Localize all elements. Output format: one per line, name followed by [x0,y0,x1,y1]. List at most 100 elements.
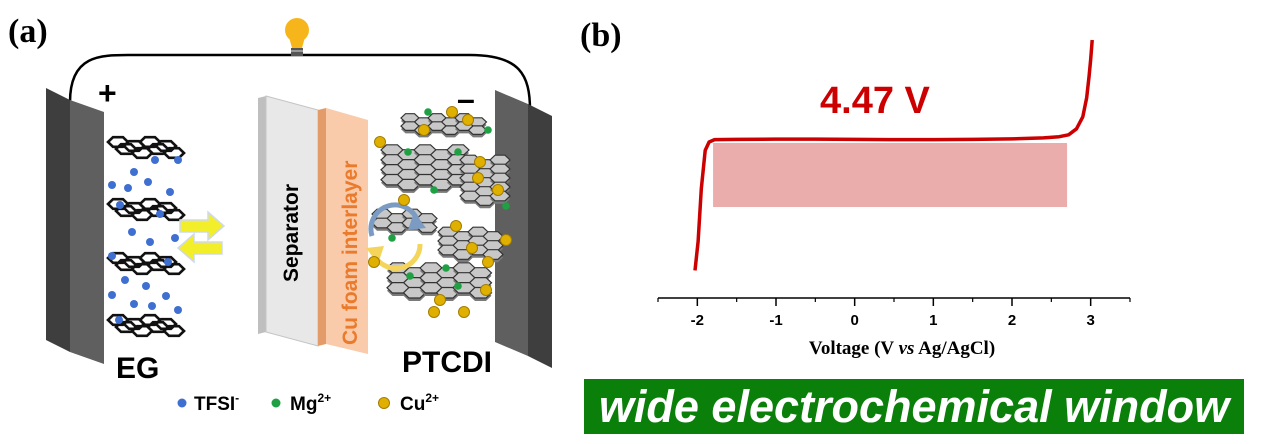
tfsi-ion [130,300,138,308]
panel-a-label: (a) [8,13,48,50]
graphite-hexagon [154,139,178,153]
mg-ion [406,272,414,280]
tfsi-ions [108,156,182,324]
cu-ion [398,194,410,206]
window-width-label: 4.47 V [820,80,931,122]
mg-ion [404,148,412,156]
graphite-hexagon [154,317,178,331]
tfsi-ion [128,228,136,236]
cu-ion [474,156,486,168]
tfsi-ion [148,302,156,310]
cu-ion [368,256,380,268]
graphite-hexagon [162,262,186,276]
tfsi-ion [151,156,159,164]
mg-ion [454,148,462,156]
mg-ion [454,282,462,290]
x-tick-label: 2 [1008,312,1016,329]
cu-ion [428,306,440,318]
tfsi-ion [130,168,138,176]
graphite-layer [106,313,186,338]
tfsi-ion [121,276,129,284]
cu-ion [480,284,492,296]
tfsi-ion [142,282,150,290]
mg-ion [442,264,450,272]
tfsi-ion [164,258,172,266]
mg-marker-icon [271,398,281,408]
legend-ion-cu: Cu [400,394,425,415]
cu-ion [492,184,504,196]
ptcdi-hexagon [467,125,488,135]
cu-ions [368,106,512,318]
ptcdi-sheet [437,226,504,263]
ptcdi-sheet [371,208,438,236]
tfsi-ion [108,252,116,260]
panel-b-label: (b) [580,17,622,54]
cu-ion [374,136,386,148]
cu-ion [482,256,494,268]
cu-ion [500,234,512,246]
wide-window-banner: wide electrochemical window [584,379,1244,434]
tfsi-ion [174,156,182,164]
x-tick-label: 3 [1086,312,1094,329]
legend-ion-tfsi: TFSI [194,394,235,415]
ptcdi-molecule-sheets [371,113,511,301]
graphite-hexagon [162,324,186,338]
graphite-layer [106,251,186,276]
legend-charge-cu: 2+ [425,391,439,405]
interlayer-label: Cu foam interlayer [339,161,362,345]
intercalation-arrows [176,210,226,264]
cu-ion [418,124,430,136]
cathode-label: PTCDI [402,346,492,379]
tfsi-ion [166,188,174,196]
legend-charge-mg: 2+ [317,391,331,405]
legend-charge-tfsi: - [235,391,239,405]
svg-text:TFSI-: TFSI- [194,391,239,415]
graphite-hexagon [154,201,178,215]
tfsi-ion [174,306,182,314]
ptcdi-sheet [400,113,488,138]
tfsi-ion [124,184,132,192]
negative-terminal-sign: – [457,81,475,117]
legend-ion-mg: Mg [290,394,317,415]
cu-ion [446,106,458,118]
mg-ion [424,108,432,116]
positive-terminal-sign: + [98,75,117,111]
legend-item-cu: Cu2+ [378,391,439,415]
tfsi-ion [171,234,179,242]
svg-text:Mg2+: Mg2+ [290,391,331,415]
tfsi-marker-icon [177,398,187,408]
cu-foam-interlayer [318,108,368,354]
tfsi-ion [156,210,164,218]
cu-ion [434,294,446,306]
legend-item-tfsi: TFSI- [177,391,239,415]
mg-ions [388,108,510,290]
graphite-layers [106,135,186,338]
mg-ion [388,234,396,242]
x-axis-title: Voltage (V vs Ag/AgCl) [809,338,995,359]
x-tick-label: 0 [850,312,858,329]
graphite-hexagon [162,208,186,222]
cu-ion [450,220,462,232]
anode-electrode [46,88,104,364]
x-tick-label: -2 [691,312,704,329]
legend-item-mg: Mg2+ [271,391,331,415]
graphite-hexagon [154,255,178,269]
cu-marker-icon [378,397,390,409]
cu-ion [466,242,478,254]
ion-legend: TFSI- Mg2+ Cu2+ [177,391,439,415]
tfsi-ion [115,316,123,324]
mg-ion [484,126,492,134]
ptcdi-hexagon [489,172,511,184]
tfsi-ion [162,292,170,300]
tfsi-ion [108,291,116,299]
tfsi-ion [116,201,124,209]
mg-ion [430,186,438,194]
anode-label: EG [116,352,159,385]
graphite-layer [106,135,186,160]
mg-ion [502,202,510,210]
cu-ion [472,172,484,184]
graphite-layer [106,197,186,222]
lsv-curve [693,39,1094,271]
tfsi-ion [108,181,116,189]
